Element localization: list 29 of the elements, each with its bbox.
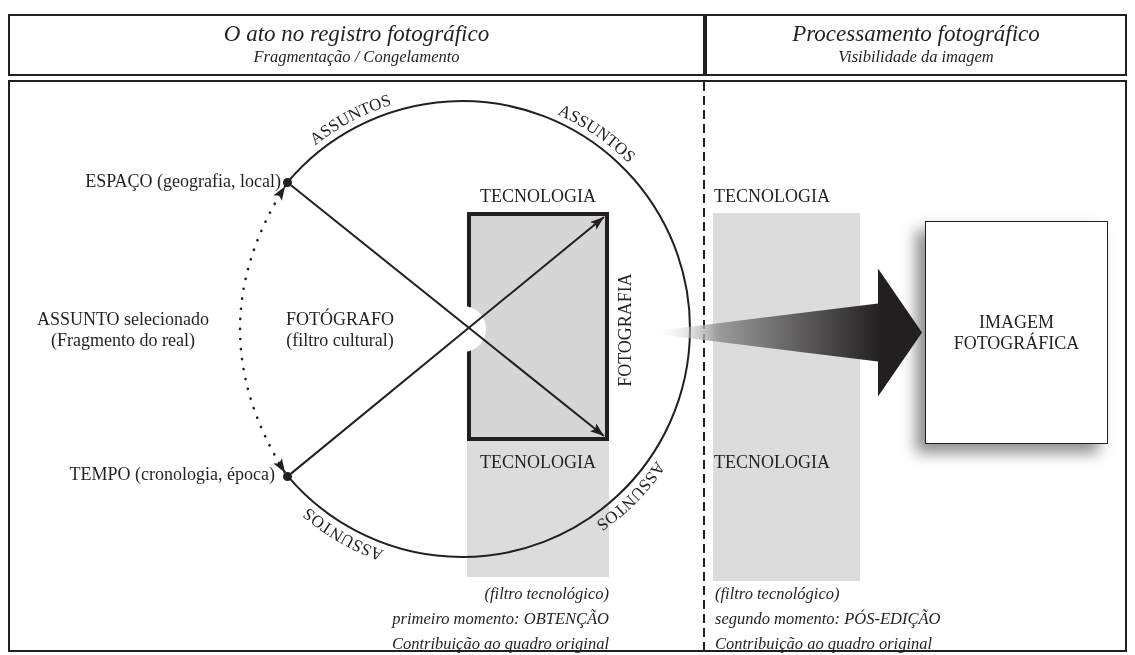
section-subtitle: Fragmentação / Congelamento xyxy=(253,47,460,67)
header-panel xyxy=(705,14,1127,76)
section-title: Processamento fotográfico xyxy=(792,21,1040,47)
photographer-label: FOTÓGRAFO (filtro cultural) xyxy=(285,309,395,351)
tech-label: TECNOLOGIA xyxy=(714,186,831,207)
dotted-arrow xyxy=(238,185,287,474)
header-panel xyxy=(8,14,705,76)
section-subtitle: Visibilidade da imagem xyxy=(838,47,994,67)
place-label: TEMPO (cronologia, época) xyxy=(69,464,275,485)
footnote-text: (filtro tecnológico) xyxy=(484,583,609,605)
card-label: IMAGEM FOTOGRÁFICA xyxy=(952,311,1081,354)
tech-label: TECNOLOGIA xyxy=(714,452,831,473)
footnote-text: segundo momento: PÓS-EDIÇÃO xyxy=(715,608,941,630)
footnote-text: primeiro momento: OBTENÇÃO xyxy=(392,608,609,630)
footnote-text: Contribuição ao quadro original xyxy=(391,633,609,655)
frame-label: FOTOGRAFIA xyxy=(614,273,636,387)
section-title: O ato no registro fotográfico xyxy=(223,21,490,47)
footnote-text: (filtro tecnológico) xyxy=(715,583,840,605)
tech-label: TECNOLOGIA xyxy=(479,186,597,207)
footnote-text: Contribuição ao quadro original xyxy=(715,633,933,655)
photo-frame xyxy=(467,212,609,441)
junction-dot xyxy=(283,178,292,187)
arrow xyxy=(290,184,605,437)
arrow xyxy=(290,216,605,475)
tech-label: TECNOLOGIA xyxy=(479,452,597,473)
junction-dot xyxy=(283,472,292,481)
image-card xyxy=(925,221,1108,444)
place-label: ESPAÇO (geografia, local) xyxy=(85,171,281,192)
subject-label: ASSUNTO selecionado (Fragmento do real) xyxy=(35,309,211,351)
